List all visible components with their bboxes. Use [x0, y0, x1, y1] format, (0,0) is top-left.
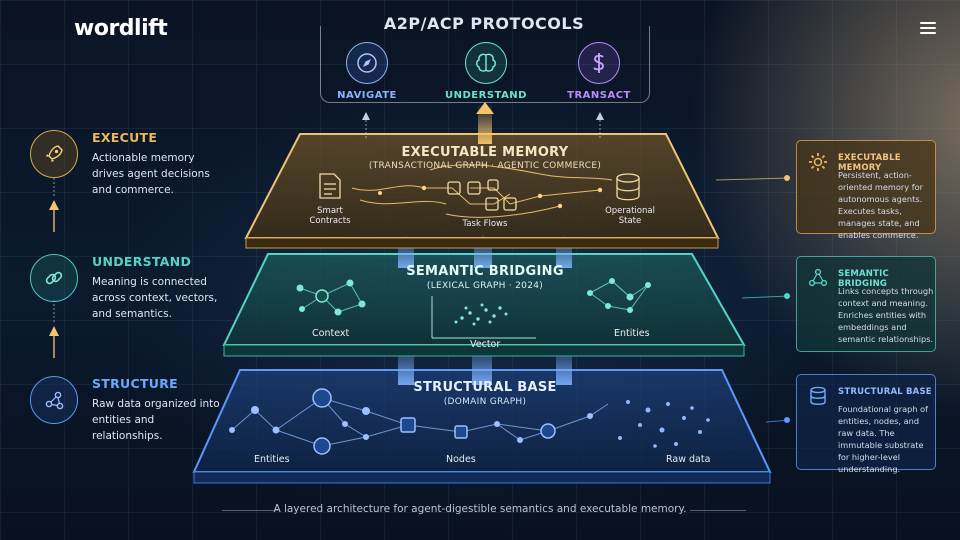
step-execute: EXECUTE Actionable memory drives agent d…: [30, 130, 230, 200]
executable-subtitle: (TRANSACTIONAL GRAPH · AGENTIC COMMERCE): [330, 161, 640, 171]
step-understand: UNDERSTAND Meaning is connected across c…: [30, 254, 230, 324]
link-icon: [30, 254, 78, 302]
semantic-label-right: Entities: [614, 328, 650, 339]
nodes-icon: [807, 267, 829, 289]
card-semantic-bridging[interactable]: SEMANTIC BRIDGING Links concepts through…: [796, 256, 936, 352]
structural-label-right: Raw data: [666, 454, 710, 465]
step-structure: STRUCTURE Raw data organized into entiti…: [30, 376, 230, 446]
card-desc: Persistent, action-oriented memory for a…: [838, 169, 934, 241]
database-icon: [807, 385, 829, 407]
structural-title: STRUCTURAL BASE: [360, 380, 610, 395]
gear-icon: [807, 151, 829, 173]
card-desc: Links concepts through context and meani…: [838, 285, 934, 345]
step-desc: Meaning is connected across context, vec…: [92, 274, 222, 322]
network-icon: [30, 376, 78, 424]
card-structural-base[interactable]: STRUCTURAL BASE Foundational graph of en…: [796, 374, 936, 470]
semantic-label-left: Context: [312, 328, 349, 339]
semantic-title: SEMANTIC BRIDGING: [360, 264, 610, 279]
executable-title: EXECUTABLE MEMORY: [360, 145, 610, 160]
card-executable-memory[interactable]: EXECUTABLE MEMORY Persistent, action-ori…: [796, 140, 936, 234]
executable-label-right: Operational State: [598, 206, 662, 226]
rocket-icon: [30, 130, 78, 178]
footer-caption: A layered architecture for agent-digesti…: [220, 503, 740, 515]
step-title: STRUCTURE: [92, 376, 178, 391]
structural-subtitle: (DOMAIN GRAPH): [360, 397, 610, 407]
step-title: EXECUTE: [92, 130, 157, 145]
executable-label-left: Smart Contracts: [300, 206, 360, 226]
card-desc: Foundational graph of entities, nodes, a…: [838, 403, 934, 475]
structural-label-left: Entities: [254, 454, 290, 465]
executable-label-center: Task Flows: [450, 219, 520, 229]
structural-label-center: Nodes: [446, 454, 476, 465]
semantic-label-center: Vector: [470, 339, 500, 350]
card-title: STRUCTURAL BASE: [838, 387, 932, 397]
step-title: UNDERSTAND: [92, 254, 191, 269]
semantic-subtitle: (LEXICAL GRAPH · 2024): [360, 281, 610, 291]
step-desc: Raw data organized into entities and rel…: [92, 396, 222, 444]
step-desc: Actionable memory drives agent decisions…: [92, 150, 222, 198]
